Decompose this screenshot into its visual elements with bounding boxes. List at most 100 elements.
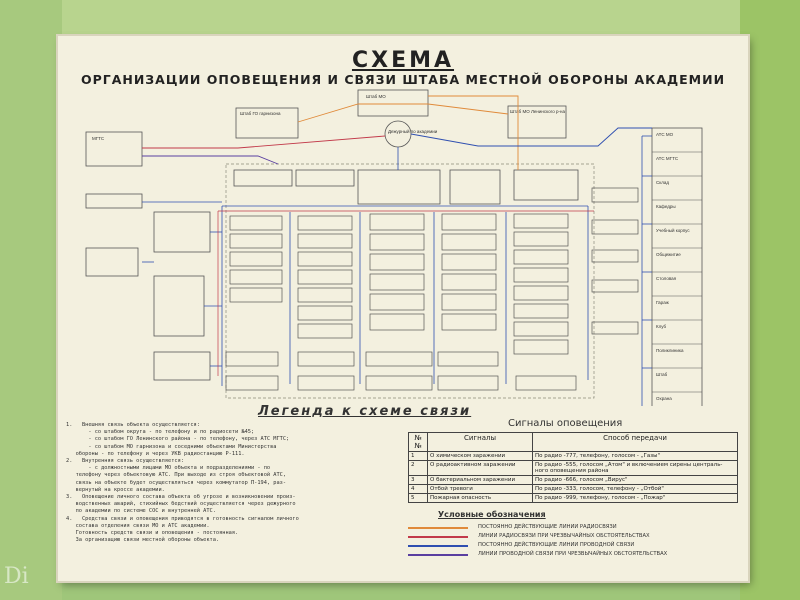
- right-label-2: Склад: [656, 180, 669, 185]
- note-line: - с должностными лицами МО объекта и под…: [66, 465, 271, 472]
- wall: [0, 0, 800, 40]
- wall-right: [740, 0, 800, 600]
- table-row: 3 О бактериальном заражении По радио -66…: [408, 475, 738, 485]
- right-label-6: Столовая: [656, 276, 677, 281]
- right-label-3: Кафедры: [656, 204, 676, 209]
- signal-num: 2: [408, 460, 428, 476]
- inner-top-5: [513, 169, 579, 201]
- inner-top-1: [233, 169, 293, 187]
- note-line: телефону через объектовую АТС. При выход…: [66, 472, 287, 479]
- note-line: обороны - по телефону и через УКВ радиос…: [66, 450, 245, 457]
- legend-item-radio: ПОСТОЯННО ДЕЙСТВУЮЩИЕ ЛИНИИ РАДИОСВЯЗИ: [408, 524, 738, 532]
- right-middle-boxes: [591, 187, 639, 335]
- note-line: 4. Средства связи и оповещения приводятс…: [66, 515, 299, 522]
- note-line: 3. Оповещение личного состава объекта об…: [66, 494, 296, 501]
- right-label-7: Гараж: [656, 300, 669, 305]
- legend-title: Легенда к схеме связи: [258, 404, 472, 419]
- inner-column-4: [441, 213, 497, 331]
- poster-subtitle: ОРГАНИЗАЦИИ ОПОВЕЩЕНИЯ И СВЯЗИ ШТАБА МЕС…: [80, 72, 726, 87]
- top-box-label: Штаб МО: [366, 94, 386, 99]
- note-line: Готовность средств связи и оповещения - …: [66, 530, 239, 537]
- note-line: За организацию связи местной обороны объ…: [66, 537, 220, 544]
- legend-line-swatch: [408, 536, 468, 538]
- legend-item-wire-emergency: ЛИНИИ ПРОВОДНОЙ СВЯЗИ ПРИ ЧРЕЗВЫЧАЙНЫХ О…: [408, 551, 738, 559]
- watermark: Di: [4, 564, 29, 589]
- left-box-1: [85, 131, 143, 167]
- signal-name: О химическом заражении: [427, 451, 533, 461]
- left-box-5: [153, 275, 205, 337]
- signal-method: По радио -333, голосом, телефону - „Отбо…: [532, 484, 738, 494]
- wire-lines: [142, 135, 652, 406]
- wall-left: [0, 0, 62, 600]
- radio-lines: [142, 95, 652, 170]
- right-column-labels: АТС МО АТС МГТС Склад Кафедры Учебный ко…: [656, 132, 690, 401]
- signal-method: По радио -555, голосом „Атом" и включени…: [532, 460, 738, 476]
- legend-item-text: ЛИНИИ РАДИОСВЯЗИ ПРИ ЧРЕЗВЫЧАЙНЫХ ОБСТОЯ…: [478, 533, 650, 539]
- inner-bottom-row: [225, 351, 577, 391]
- legend-item-text: ПОСТОЯННО ДЕЙСТВУЮЩИЕ ЛИНИИ ПРОВОДНОЙ СВ…: [478, 542, 635, 548]
- signal-num: 3: [408, 475, 428, 485]
- signal-num: 5: [408, 493, 428, 503]
- signal-method: По радио -999, телефону, голосом - „Пожа…: [532, 493, 738, 503]
- right-column-dividers: [652, 151, 702, 393]
- boundary-frame: [225, 163, 595, 399]
- right-label-10: Штаб: [656, 372, 668, 377]
- signal-num: 4: [408, 484, 428, 494]
- inner-column-5: [513, 213, 569, 355]
- inner-top-4: [449, 169, 501, 205]
- legend-item-wire: ПОСТОЯННО ДЕЙСТВУЮЩИЕ ЛИНИИ ПРОВОДНОЙ СВ…: [408, 542, 738, 550]
- legend-line-swatch: [408, 554, 468, 556]
- legend-item-radio-emergency: ЛИНИИ РАДИОСВЯЗИ ПРИ ЧРЕЗВЫЧАЙНЫХ ОБСТОЯ…: [408, 533, 738, 541]
- legend-item-text: ПОСТОЯННО ДЕЙСТВУЮЩИЕ ЛИНИИ РАДИОСВЯЗИ: [478, 524, 617, 530]
- inner-top-2: [295, 169, 355, 187]
- left-top-label: Штаб ГО гарнизона: [240, 111, 281, 116]
- legend-notes: 1. Внешняя связь объекта осуществляется:…: [66, 422, 406, 544]
- inner-column-2: [297, 215, 353, 339]
- note-line: водственных аварий, стихийных бедствий о…: [66, 501, 296, 508]
- note-line: - со штабом МО гарнизона и соседними объ…: [66, 443, 277, 450]
- signal-name: Пожарная опасность: [427, 493, 533, 503]
- left-box-6: [153, 351, 211, 381]
- communication-diagram: Штаб МО Штаб ГО гарнизона Штаб МО Ленинс…: [85, 89, 703, 406]
- right-top-box: [507, 105, 567, 139]
- signal-method: По радио -777, телефону, голосом - „Газы…: [532, 451, 738, 461]
- note-line: - со штабом ГО Ленинского района - по те…: [66, 436, 290, 443]
- right-label-4: Учебный корпус: [656, 227, 690, 233]
- right-label-5: Общежитие: [656, 252, 681, 257]
- center-circle-label: Дежурный по академии: [388, 128, 438, 134]
- left-top-box: [235, 107, 299, 139]
- right-top-label: Штаб МО Ленинского р-на: [510, 109, 565, 114]
- left-box-2: [85, 193, 143, 209]
- poster-title: СХЕМА: [351, 48, 455, 73]
- signal-num: 1: [408, 451, 428, 461]
- signal-name: О радиоактивном заражении: [427, 460, 533, 476]
- poster-board: СХЕМА ОРГАНИЗАЦИИ ОПОВЕЩЕНИЯ И СВЯЗИ ШТА…: [58, 36, 748, 581]
- note-line: 1. Внешняя связь объекта осуществляется:: [66, 422, 200, 428]
- signals-header-num: №№: [408, 432, 428, 452]
- note-line: 2. Внутренняя связь осуществляется:: [66, 458, 184, 465]
- note-line: - со штабом округа - по телефону и по ра…: [66, 429, 255, 436]
- signals-table: №№ Сигналы Способ передачи 1 О химическо…: [408, 432, 738, 503]
- table-row: 2 О радиоактивном заражении По радио -55…: [408, 460, 738, 476]
- signals-header-method: Способ передачи: [532, 432, 738, 452]
- signals-header-signal: Сигналы: [427, 432, 533, 452]
- conditional-symbols-title: Условные обозначения: [438, 510, 546, 519]
- right-label-0: АТС МО: [656, 132, 674, 137]
- right-column: [651, 127, 703, 406]
- note-line: связь на объекте будет осуществляться че…: [66, 479, 287, 486]
- left-side-label: МГТС: [92, 136, 105, 141]
- note-line: состава отделения связи МО и АТС академи…: [66, 522, 210, 529]
- inner-column-3: [369, 213, 425, 331]
- signals-title: Сигналы оповещения: [508, 418, 623, 429]
- note-line: вернутый на кроссе академии.: [66, 486, 165, 493]
- inner-column-1: [229, 215, 283, 303]
- right-label-11: Охрана: [656, 396, 672, 401]
- right-label-1: АТС МГТС: [656, 156, 679, 161]
- signal-name: О бактериальном заражении: [427, 475, 533, 485]
- legend-line-swatch: [408, 527, 468, 529]
- top-box: [357, 89, 429, 117]
- table-row: 4 Отбой тревоги По радио -333, голосом, …: [408, 484, 738, 494]
- legend-line-swatch: [408, 545, 468, 547]
- signal-method: По радио -666, голосом „Вирус": [532, 475, 738, 485]
- left-box-4: [153, 211, 211, 253]
